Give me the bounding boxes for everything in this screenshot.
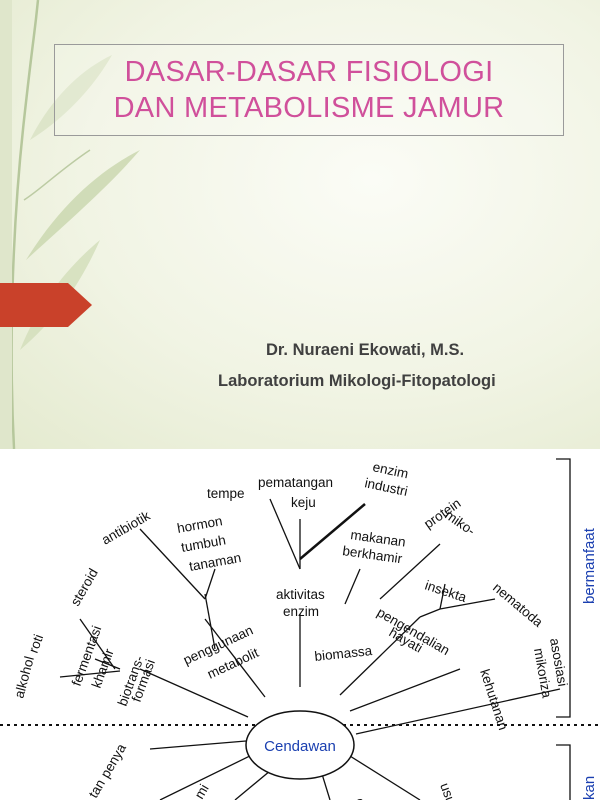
label-aktivitas: aktivitas: [276, 587, 325, 602]
label-antibiotik: antibiotik: [99, 508, 153, 548]
side-label-bottom: kan: [581, 776, 598, 800]
branch-mikoprotein: [379, 543, 441, 600]
author-affiliation: Laboratorium Mikologi-Fitopatologi: [218, 372, 496, 390]
spoke-upper-left: [204, 618, 266, 698]
label-nematoda: nematoda: [490, 580, 546, 630]
branch-makanan: [344, 568, 361, 605]
branch-fermentasi: [94, 658, 121, 670]
slide-title-line-1: DASAR-DASAR FISIOLOGI: [124, 56, 494, 88]
branch-steroid: [79, 618, 116, 670]
label-pematangan: pematangan: [258, 475, 333, 490]
center-label: Cendawan: [264, 738, 336, 755]
decorative-stem: [10, 0, 40, 449]
branch-aktivitas: [269, 498, 301, 570]
title-slide: DASAR-DASAR FISIOLOGI DAN METABOLISME JA…: [0, 0, 600, 449]
spoke-lower-left: [149, 740, 247, 750]
branch-enzim-bold: [299, 503, 366, 560]
slide-decoration: [0, 0, 140, 449]
spoke-far-right: [355, 688, 561, 735]
bracket-top: [556, 458, 571, 718]
label-usukan: usukan: [437, 781, 466, 800]
label-insekta: insekta: [423, 578, 469, 606]
branch-hormon: [204, 568, 216, 600]
label-tan: tan: [86, 777, 108, 800]
decorative-leaf-1: [26, 150, 140, 260]
label-penya: penya: [98, 741, 130, 781]
label-tempe: tempe: [207, 486, 245, 501]
author-name: Dr. Nuraeni Ekowati, M.S.: [266, 341, 465, 359]
accent-arrow: [0, 283, 92, 327]
decorative-twig: [23, 149, 91, 201]
diagram-lines: [59, 458, 571, 800]
label-alkohol: alkohol: [11, 655, 37, 700]
left-border-strip: [0, 0, 12, 449]
branch-insekta: [439, 583, 446, 610]
label-roti: roti: [26, 632, 47, 655]
bracket-bottom: [556, 744, 571, 800]
label-ergi: ergi: [352, 796, 374, 800]
side-label-top: bermanfaat: [581, 527, 598, 604]
label-hormon: hormon: [176, 513, 224, 536]
label-kehutanan: kehutanan: [477, 667, 511, 732]
branch-penggunaan: [204, 593, 216, 650]
decorative-leaf-3: [30, 55, 112, 140]
branch-hayati-fork: [419, 608, 441, 618]
label-steroid: steroid: [68, 566, 101, 609]
spoke-bottom-4: [341, 750, 421, 800]
label-tumbuh: tumbuh: [180, 532, 227, 555]
title-box: DASAR-DASAR FISIOLOGI DAN METABOLISME JA…: [54, 44, 564, 136]
label-keju: keju: [291, 495, 316, 510]
spoke-bottom-1: [159, 750, 261, 800]
center-label-backdrop: [250, 737, 350, 755]
branch-alkohol: [59, 670, 121, 678]
slide-title-line-2: DAN METABOLISME JAMUR: [113, 92, 505, 124]
spoke-right: [349, 668, 461, 712]
label-enzim-2: enzim: [283, 604, 319, 619]
label-enzim: enzim: [371, 459, 409, 481]
label-mi: mi: [192, 782, 212, 800]
branch-nematoda: [439, 598, 496, 610]
branch-antibiotik: [139, 528, 206, 600]
label-biomassa: biomassa: [314, 643, 374, 664]
fungi-benefits-diagram: Cendawan tempe pematangan keju enzim ind…: [0, 449, 600, 800]
spoke-upper-right: [339, 616, 421, 696]
spoke-left: [139, 668, 249, 718]
